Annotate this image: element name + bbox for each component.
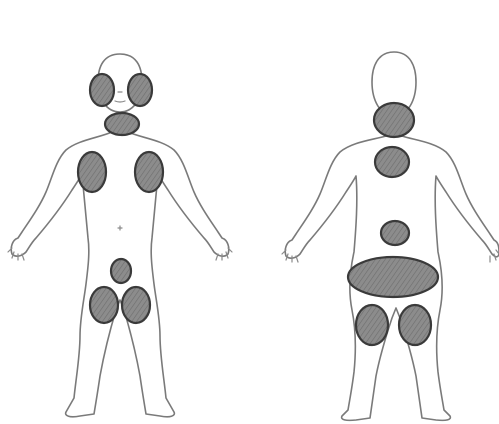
- region-left-thigh: [90, 287, 118, 323]
- region-buttocks: [348, 257, 438, 297]
- region-right-ear: [128, 74, 152, 106]
- region-nape: [374, 103, 414, 137]
- region-upper-back: [375, 147, 409, 177]
- back-figure: [282, 52, 499, 420]
- region-back-left-thigh: [356, 305, 388, 345]
- region-groin: [111, 259, 131, 283]
- region-back-right-thigh: [399, 305, 431, 345]
- region-lower-back: [381, 221, 409, 245]
- region-left-chest: [78, 152, 106, 192]
- region-left-ear: [90, 74, 114, 106]
- front-figure: [8, 54, 232, 417]
- region-right-thigh: [122, 287, 150, 323]
- region-neck: [105, 113, 139, 135]
- region-right-chest: [135, 152, 163, 192]
